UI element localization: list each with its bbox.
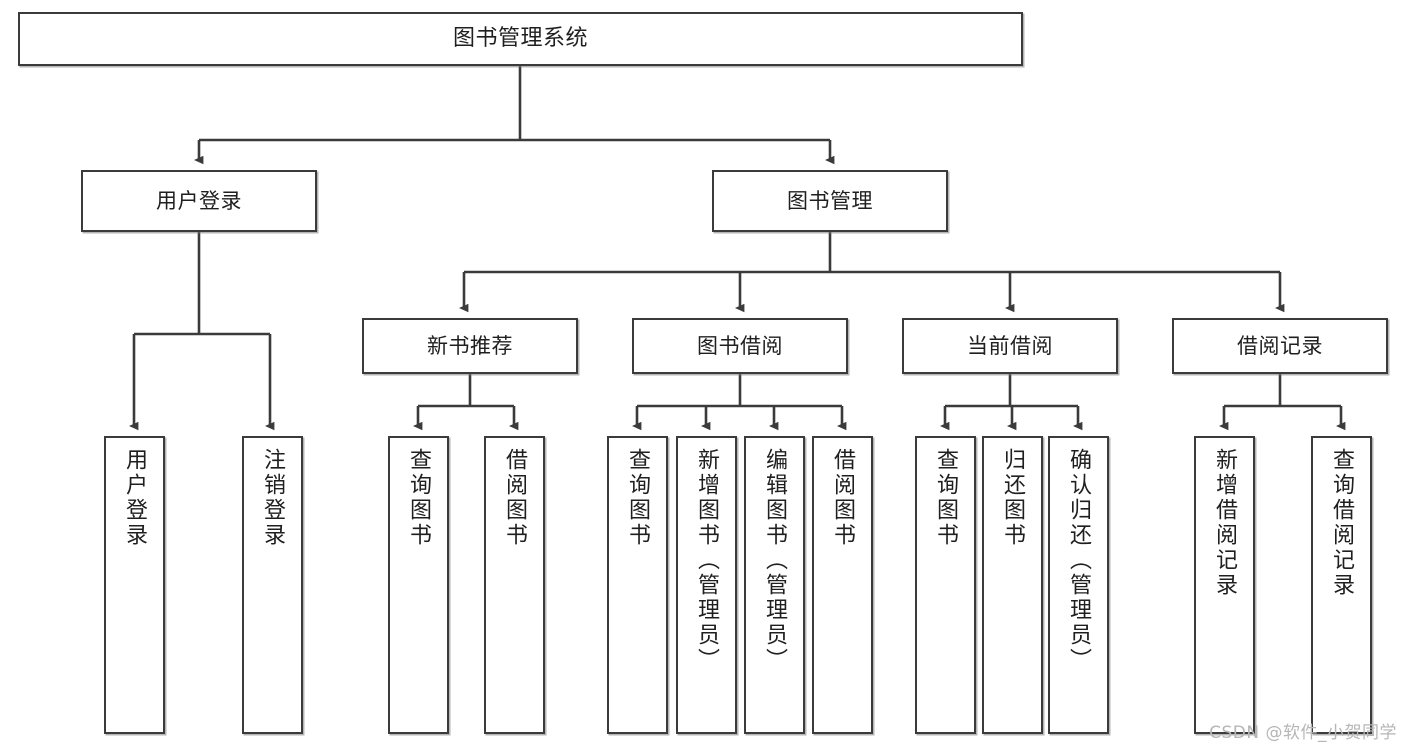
node-new-book-recommend[interactable]: 新书推荐 [362,318,578,374]
leaf-user-login-logout[interactable]: 注销登录 [242,436,303,734]
node-label: 借阅记录 [1237,333,1323,358]
node-label: 图书借阅 [697,333,783,358]
node-label: 借阅图书 [830,448,856,548]
leaf-new-book-query-book[interactable]: 查询图书 [388,436,449,734]
node-label: 查询借阅记录 [1329,448,1355,598]
csdn-watermark: CSDN @软件_小贺同学 [1209,723,1397,743]
node-label: 当前借阅 [967,333,1053,358]
node-current-borrow[interactable]: 当前借阅 [902,318,1118,374]
leaf-book-borrow-query-book[interactable]: 查询图书 [607,436,668,734]
leaf-current-borrow-query-book[interactable]: 查询图书 [915,436,976,734]
node-label: 查询图书 [406,448,432,548]
node-label: 新增图书（管理员） [694,448,720,673]
node-borrow-record[interactable]: 借阅记录 [1172,318,1388,374]
leaf-current-borrow-return-book[interactable]: 归还图书 [982,436,1043,734]
leaf-book-borrow-edit-book-admin[interactable]: 编辑图书（管理员） [744,436,805,734]
leaf-new-book-borrow-book[interactable]: 借阅图书 [484,436,545,734]
leaf-book-borrow-add-book-admin[interactable]: 新增图书（管理员） [676,436,737,734]
node-user-login[interactable]: 用户登录 [81,170,317,232]
node-label: 用户登录 [156,188,242,213]
node-label: 查询图书 [933,448,959,548]
node-book-management[interactable]: 图书管理 [712,170,948,232]
node-label: 注销登录 [260,448,286,548]
node-label: 图书管理系统 [452,26,588,52]
node-root-book-management-system[interactable]: 图书管理系统 [18,12,1023,66]
node-label: 编辑图书（管理员） [762,448,788,673]
leaf-current-borrow-confirm-return-admin[interactable]: 确认归还（管理员） [1048,436,1109,734]
node-label: 用户登录 [122,448,148,548]
leaf-user-login-login[interactable]: 用户登录 [104,436,165,734]
node-label: 查询图书 [625,448,651,548]
leaf-book-borrow-borrow-book[interactable]: 借阅图书 [812,436,873,734]
leaf-borrow-record-add-record[interactable]: 新增借阅记录 [1194,436,1255,734]
node-label: 确认归还（管理员） [1066,448,1092,673]
node-book-borrow[interactable]: 图书借阅 [632,318,848,374]
node-label: 借阅图书 [502,448,528,548]
node-label: 归还图书 [1000,448,1026,548]
node-label: 新增借阅记录 [1212,448,1238,598]
node-label: 新书推荐 [427,333,513,358]
node-label: 图书管理 [787,188,873,213]
leaf-borrow-record-query-record[interactable]: 查询借阅记录 [1311,436,1372,734]
